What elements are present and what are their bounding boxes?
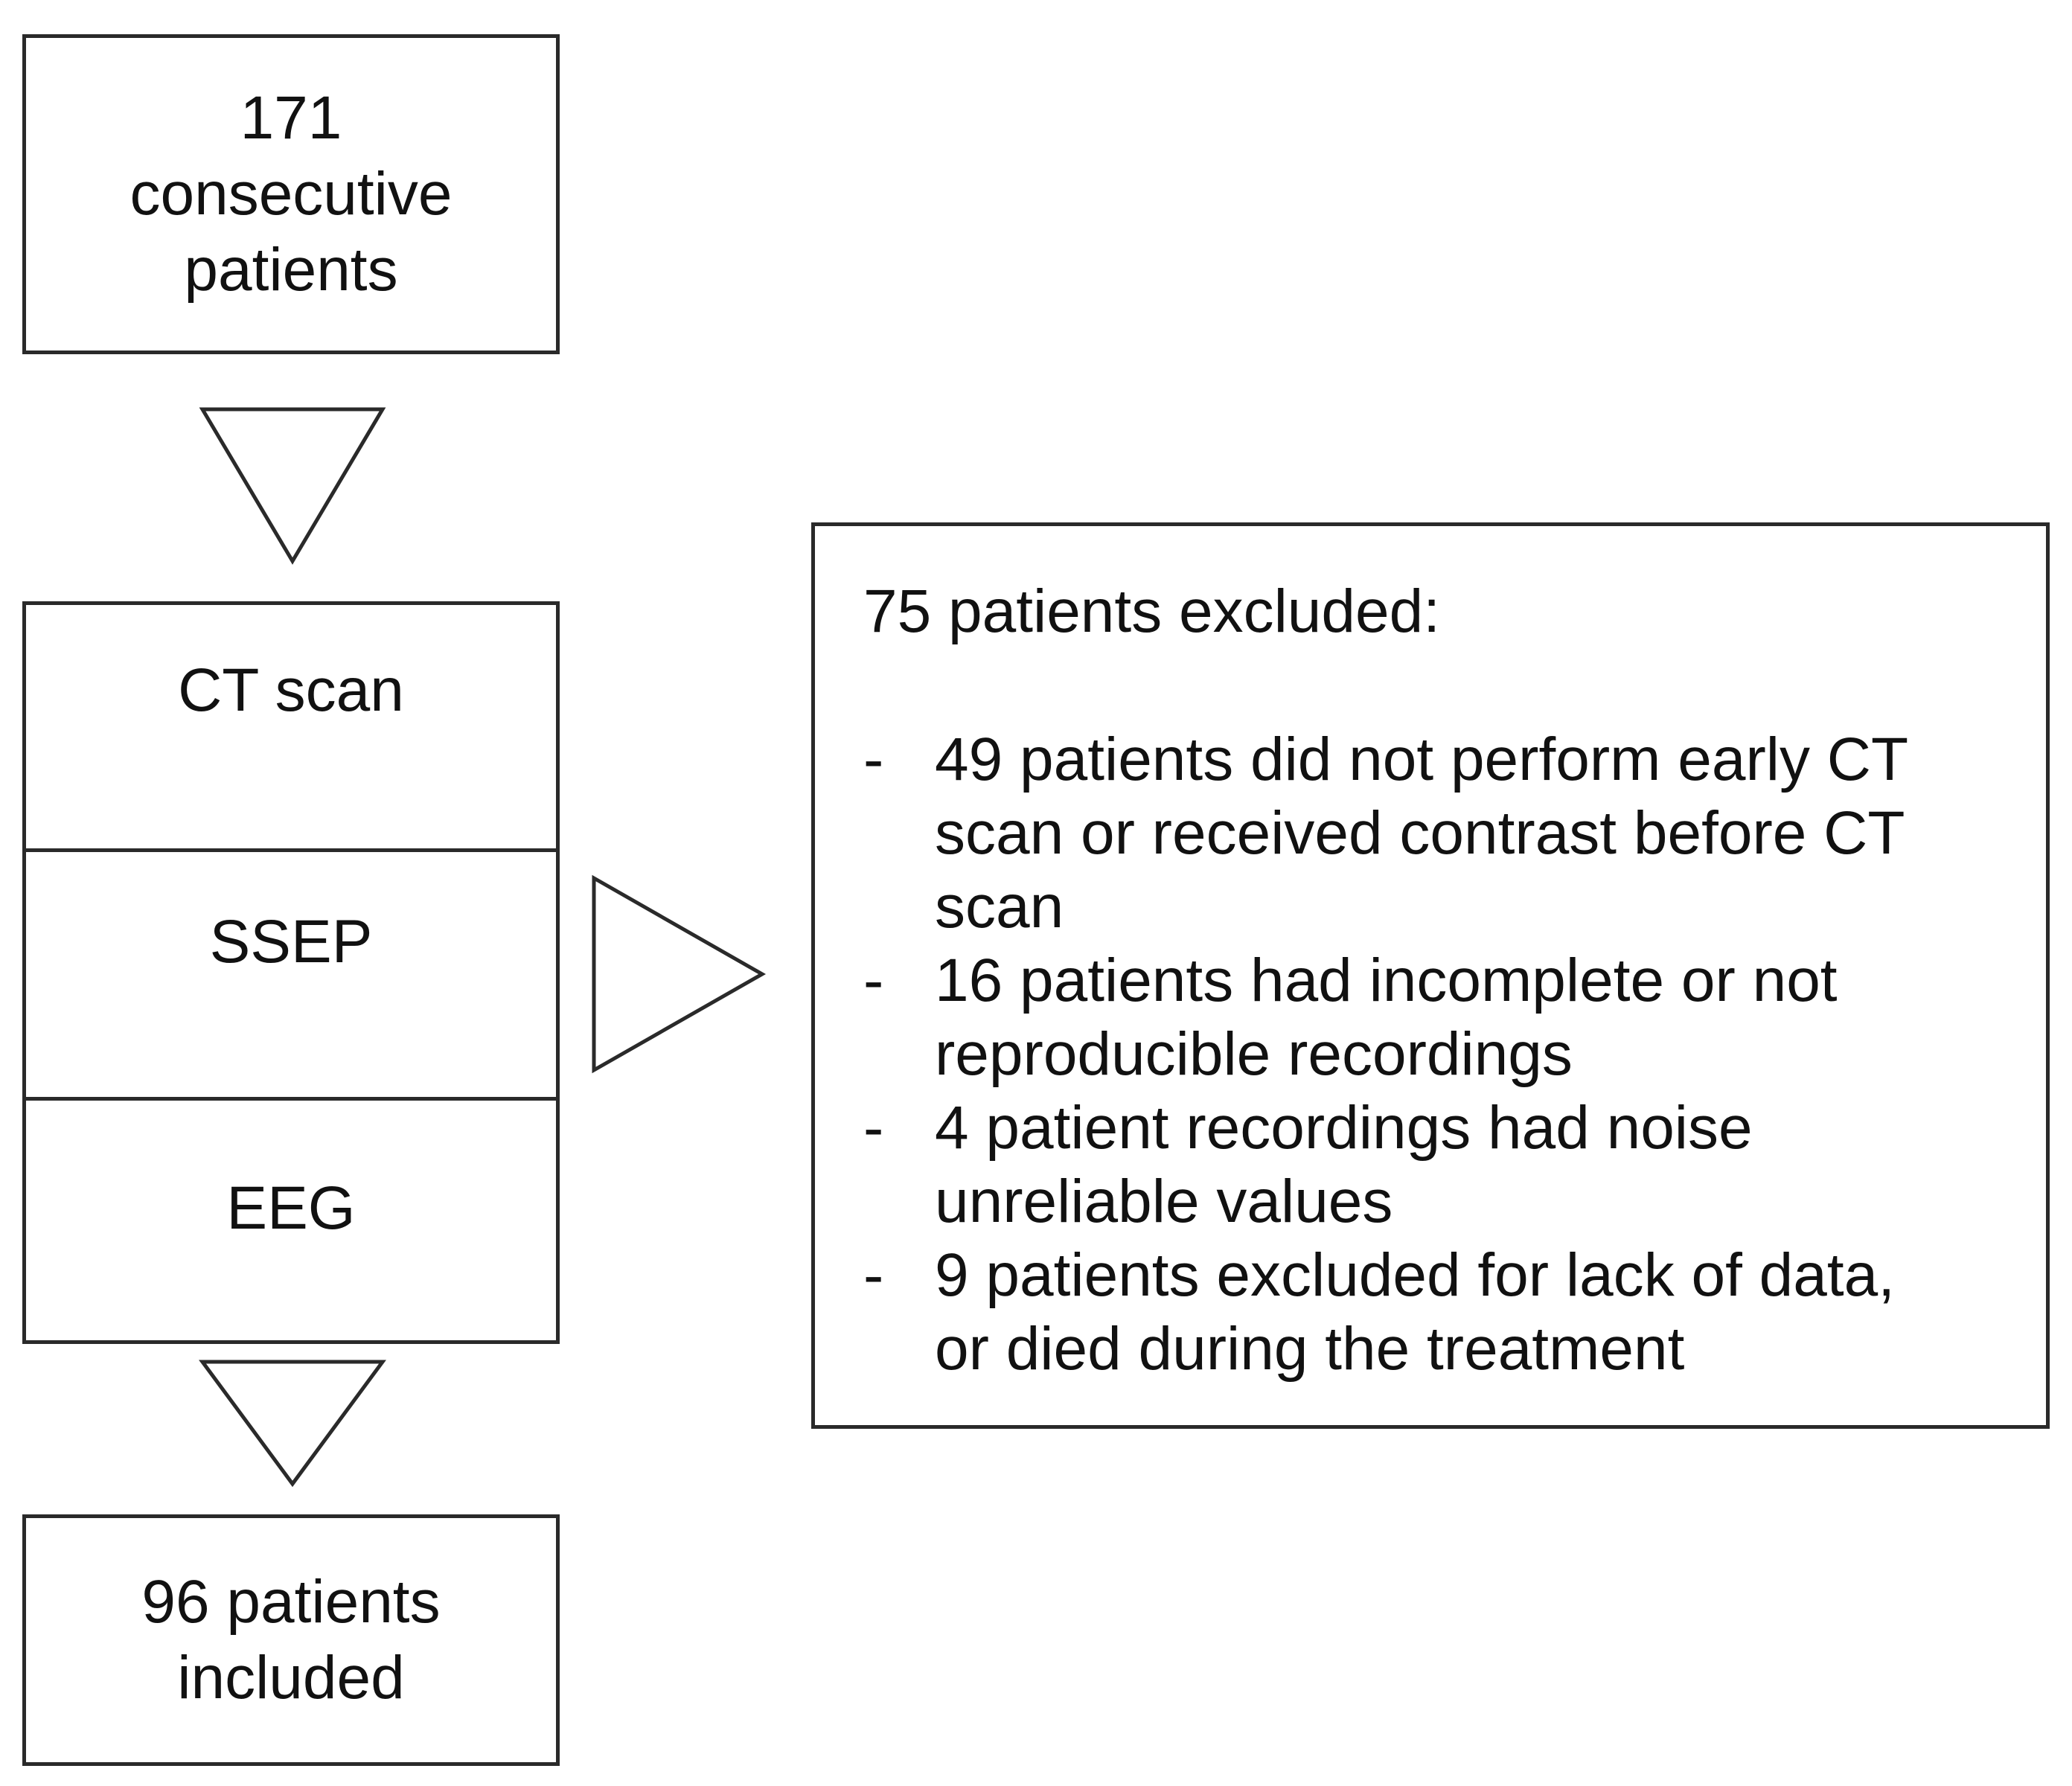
eeg-section: EEG	[26, 1101, 556, 1342]
end-box: 96 patients included	[22, 1514, 560, 1766]
start-box: 171 consecutive patients	[22, 34, 560, 354]
exclusion-item-line: unreliable values	[935, 1168, 1393, 1235]
exclusion-item-line: 4 patient recordings had noise	[935, 1094, 1753, 1162]
ct-scan-section: CT scan	[26, 605, 556, 852]
list-dash: -	[863, 1094, 884, 1162]
end-box-line: 96 patients	[141, 1568, 441, 1636]
exclusion-box: 75 patients excluded: - 49 patients did …	[811, 522, 2050, 1429]
list-dash: -	[863, 947, 884, 1014]
down-arrow-icon	[199, 1360, 386, 1488]
end-box-line: included	[177, 1644, 405, 1712]
assessment-box: CT scan SSEP EEG	[22, 601, 560, 1344]
start-box-line: consecutive	[130, 160, 453, 228]
exclusion-item: - 16 patients had incomplete or not repr…	[863, 944, 2024, 1091]
start-box-line: patients	[184, 236, 398, 304]
exclusion-item: - 9 patients excluded for lack of data, …	[863, 1238, 2024, 1386]
exclusion-item-line: scan or received contrast before CT	[935, 799, 1905, 867]
exclusion-item-line: 16 patients had incomplete or not	[935, 947, 1838, 1014]
eeg-label: EEG	[226, 1174, 356, 1242]
ssep-label: SSEP	[209, 908, 373, 976]
exclusion-item-line: reproducible recordings	[935, 1020, 1573, 1088]
exclusion-item-line: scan	[935, 873, 1064, 941]
exclusion-item: - 49 patients did not perform early CT s…	[863, 723, 2024, 944]
ssep-section: SSEP	[26, 852, 556, 1101]
list-dash: -	[863, 726, 884, 793]
ct-scan-label: CT scan	[178, 656, 404, 724]
exclusion-item-line: 49 patients did not perform early CT	[935, 726, 1909, 793]
exclusion-item: - 4 patient recordings had noise unrelia…	[863, 1091, 2024, 1238]
list-dash: -	[863, 1241, 884, 1309]
exclusion-heading: 75 patients excluded:	[863, 577, 1440, 645]
down-arrow-icon	[199, 407, 386, 565]
start-box-line: 171	[240, 84, 342, 152]
exclusion-item-line: 9 patients excluded for lack of data,	[935, 1241, 1896, 1309]
right-arrow-icon	[592, 874, 767, 1074]
exclusion-list: - 49 patients did not perform early CT s…	[863, 723, 2024, 1386]
exclusion-item-line: or died during the treatment	[935, 1315, 1685, 1383]
